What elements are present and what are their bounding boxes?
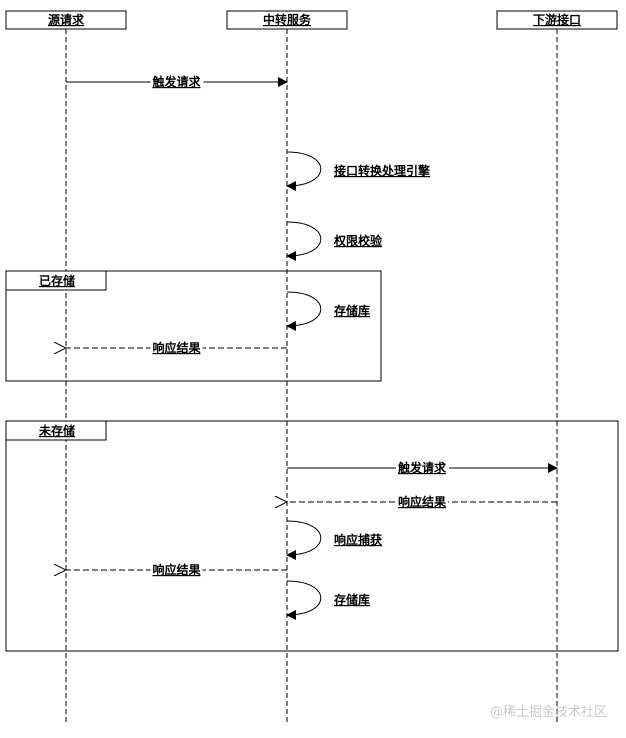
participant-label-downstream: 下游接口 (533, 12, 581, 27)
message-label-5: 响应结果 (152, 340, 200, 355)
message-label-backing (150, 561, 203, 578)
message-label-10: 存储库 (333, 592, 370, 607)
fragment-label-2: 未存储 (38, 423, 75, 438)
message-label-3: 权限校验 (333, 233, 383, 248)
message-label-2: 接口转换处理引擎 (334, 163, 430, 178)
message-label-7: 响应结果 (398, 494, 446, 509)
self-message-arrow-4 (286, 291, 322, 331)
message-label-9: 响应结果 (152, 562, 200, 577)
message-label-6: 触发请求 (398, 460, 447, 475)
self-message-arrow-2 (286, 151, 322, 191)
message-label-1: 触发请求 (152, 74, 201, 89)
self-message-arrow-10 (286, 580, 322, 620)
message-label-4: 存储库 (333, 303, 370, 318)
message-label-backing (395, 493, 449, 510)
watermark-text: @稀土掘金技术社区 (490, 704, 607, 720)
self-message-arrow-3 (286, 221, 322, 261)
participant-label-relay: 中转服务 (263, 12, 312, 27)
fragment-tab-2 (5, 420, 107, 441)
message-label-backing (150, 73, 204, 90)
fragment-tab-1 (5, 270, 107, 291)
self-message-arrow-8 (286, 520, 322, 560)
fragment-frame-1 (5, 270, 382, 382)
fragment-frame-2 (5, 420, 619, 652)
message-label-backing (395, 459, 449, 476)
fragment-label-1: 已存储 (39, 273, 75, 288)
participant-label-source: 源请求 (48, 12, 85, 27)
message-label-backing (150, 339, 203, 356)
message-label-8: 响应捕获 (334, 532, 382, 547)
